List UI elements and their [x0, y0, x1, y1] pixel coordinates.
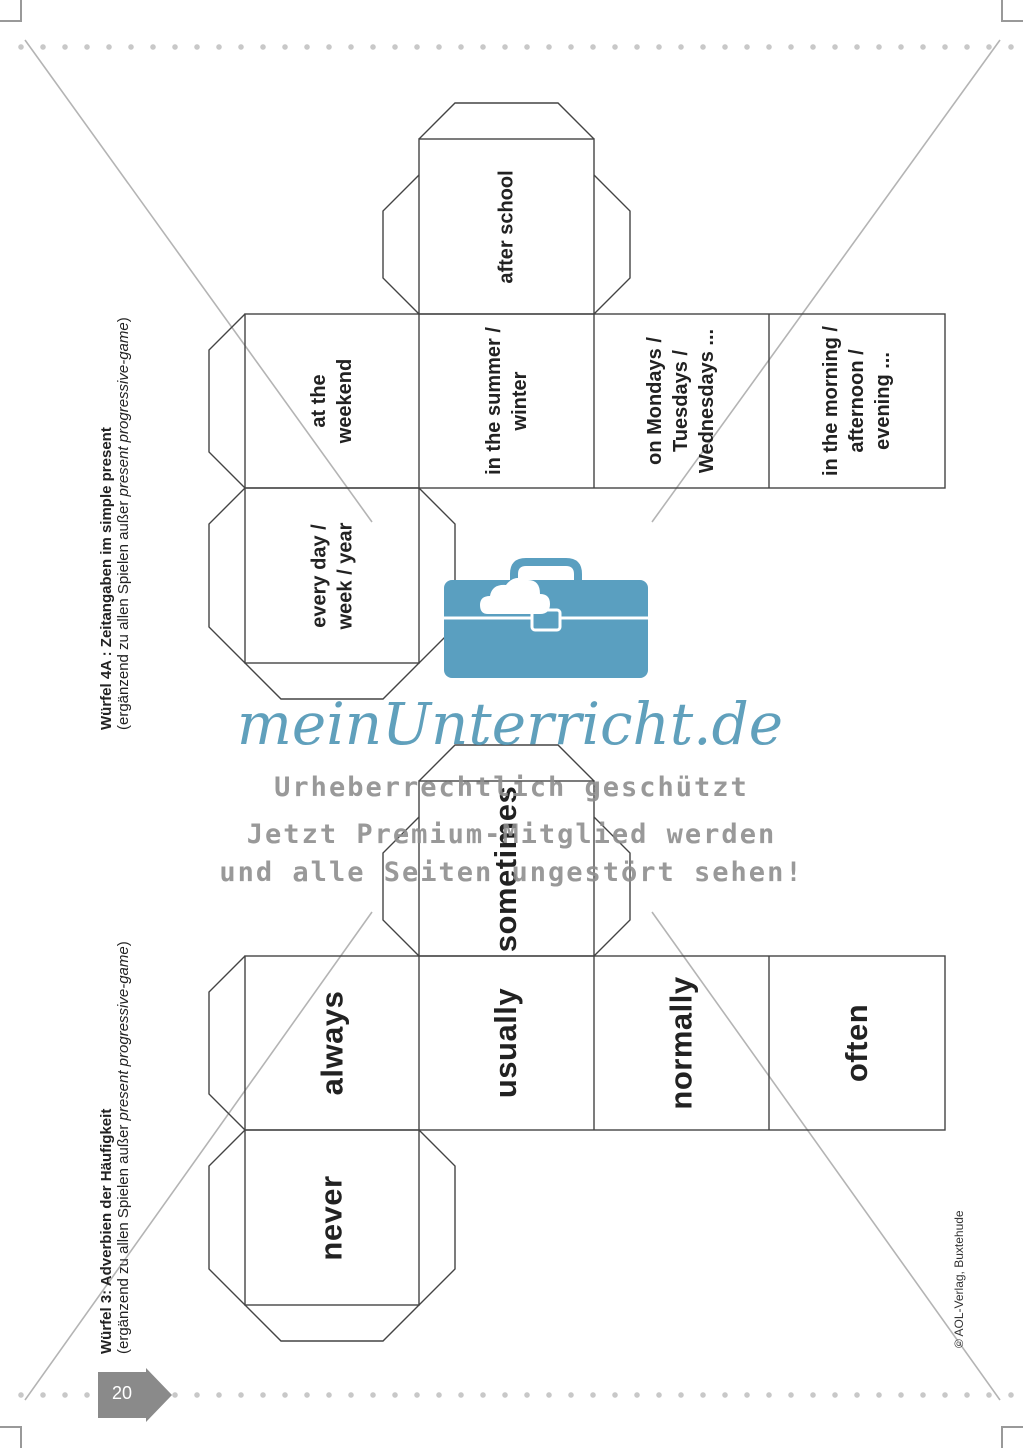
- face-never: never: [313, 1174, 349, 1261]
- face-after-school: after school: [495, 169, 518, 284]
- cube-4a-subtitle: (ergänzend zu allen Spielen außer presen…: [115, 317, 132, 730]
- corner-mark-top-left: [0, 0, 22, 22]
- top-dotted-rule: [10, 44, 1015, 50]
- page-number: 20: [111, 1383, 133, 1403]
- watermark-brand: meinUnterricht.de: [236, 690, 784, 758]
- face-always: always: [313, 990, 349, 1096]
- face-normally: normally: [663, 976, 699, 1110]
- corner-mark-top-right: [1001, 0, 1023, 22]
- page-number-badge: [98, 1372, 146, 1418]
- face-on-mondays: on Mondays /Tuesdays /Wednesdays ...: [644, 328, 719, 474]
- face-every-day: every day /week / year: [308, 522, 356, 629]
- face-in-the-morning: in the morning /afternoon /evening ...: [820, 326, 894, 476]
- bottom-dotted-rule: [10, 1392, 1015, 1398]
- watermark-line-1: Urheberrechtlich geschützt: [274, 772, 749, 803]
- cube-4a-title: Würfel 4A : Zeitangaben im simple presen…: [98, 427, 115, 730]
- page-arrow-icon: [146, 1368, 172, 1422]
- corner-mark-bottom-right: [1001, 1426, 1023, 1448]
- corner-mark-bottom-left: [0, 1426, 22, 1448]
- cube-4a-header: Würfel 4A : Zeitangaben im simple presen…: [98, 70, 142, 730]
- briefcase-cloud-icon: [444, 558, 648, 678]
- face-in-the-summer: in the summer /winter: [482, 327, 531, 475]
- copyright-note: © AOL-Verlag, Buxtehude: [952, 1210, 966, 1348]
- face-usually: usually: [488, 987, 524, 1099]
- watermark-line-3: und alle Seiten ungestört sehen!: [219, 857, 804, 888]
- face-often: often: [838, 1003, 874, 1083]
- watermark-line-2: Jetzt Premium-Mitglied werden: [246, 819, 777, 850]
